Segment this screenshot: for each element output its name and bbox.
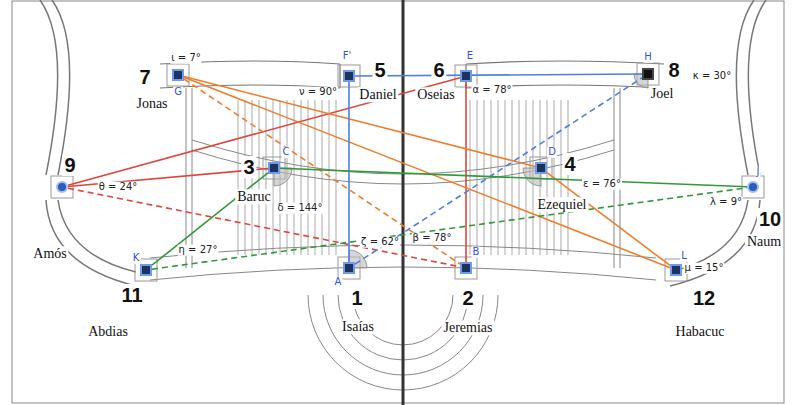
pedestal <box>167 64 189 86</box>
statue-number: 6 <box>431 59 446 81</box>
point-letter: C <box>282 147 291 158</box>
angle-label: μ = 15° <box>684 263 725 274</box>
statue-marker: 11Abdias <box>140 264 152 276</box>
prophet-name: Naum <box>745 234 783 249</box>
sight-line <box>152 188 747 269</box>
prophet-name: Amós <box>31 246 68 261</box>
statue-number: 12 <box>691 287 717 309</box>
prophet-name: Habacuc <box>674 324 727 339</box>
statue-marker: 5Daniel <box>343 70 355 82</box>
statue-number: 8 <box>666 59 681 81</box>
point-letter: L <box>680 251 688 262</box>
statue-marker: 3Baruc <box>268 162 280 174</box>
sight-line <box>355 74 642 76</box>
point-letter: E <box>466 51 474 62</box>
statue-marker: 9Amós <box>56 181 68 193</box>
point-letter: A <box>334 277 343 288</box>
angle-label: κ = 30° <box>692 71 732 82</box>
prophet-name: Daniel <box>357 87 398 102</box>
angle-label: β = 78° <box>412 233 453 244</box>
left-lower-wall <box>46 200 136 286</box>
angle-label: ε = 76° <box>582 179 622 190</box>
sight-line <box>184 77 670 267</box>
sight-line <box>355 78 642 264</box>
statue-marker: 7Jonas <box>172 69 184 81</box>
statue-marker: 12Habacuc <box>670 264 682 276</box>
prophet-name: Ezequiel <box>536 197 589 212</box>
prophet-name: Abdias <box>86 324 130 339</box>
statue-marker: 1Isaías <box>343 262 355 274</box>
right-wall <box>736 0 766 175</box>
sight-line <box>184 77 535 167</box>
prophet-name: Jeremias <box>442 320 495 335</box>
statue-number: 1 <box>349 287 364 309</box>
upper-terrace <box>160 61 664 88</box>
point-letter: D <box>547 147 557 158</box>
angle-label: ζ = 62° <box>360 237 400 248</box>
statue-number: 2 <box>460 287 475 309</box>
point-letter: H <box>643 52 653 63</box>
statue-number: 11 <box>119 284 144 306</box>
point-letter: B <box>472 247 481 258</box>
prophet-name: Oseias <box>415 87 456 102</box>
prophet-name: Joel <box>649 86 676 101</box>
angle-label: ι = 7° <box>170 53 201 64</box>
statue-marker: 10Naum <box>747 181 759 193</box>
pedestals <box>51 63 764 281</box>
statue-marker: 2Jeremias <box>460 262 472 274</box>
angle-label: δ = 144° <box>277 203 324 214</box>
sight-line <box>465 82 467 262</box>
angle-label: η = 27° <box>178 245 219 256</box>
axis-line <box>402 0 405 405</box>
sight-line <box>547 173 670 266</box>
prophet-name: Isaías <box>340 319 376 334</box>
statue-marker: 6Oseias <box>460 70 472 82</box>
angle-label: α = 78° <box>471 85 512 96</box>
sight-line <box>280 168 747 187</box>
angle-label: θ = 24° <box>98 182 139 193</box>
statue-marker: 8Joel <box>642 68 654 80</box>
statue-marker: 4Ezequiel <box>535 162 547 174</box>
left-wall <box>40 0 70 175</box>
sight-line <box>184 79 460 264</box>
statue-number: 7 <box>137 66 152 88</box>
point-letter: K <box>132 253 141 264</box>
statue-number: 4 <box>562 153 577 175</box>
angle-label: λ = 9° <box>709 197 743 208</box>
point-letter: G <box>173 87 183 98</box>
prophet-name: Baruc <box>235 189 272 204</box>
frame <box>12 1 784 403</box>
statue-number: 5 <box>372 59 387 81</box>
point-letter: J <box>756 167 761 178</box>
statue-number: 10 <box>757 208 783 230</box>
sight-line <box>68 188 460 267</box>
point-letter: F' <box>342 51 353 62</box>
statue-number: 3 <box>241 156 256 178</box>
statue-number: 9 <box>62 154 77 176</box>
sight-line <box>152 173 268 265</box>
angle-label: ν = 90° <box>298 87 338 98</box>
sight-line <box>348 82 350 262</box>
prophet-name: Jonas <box>134 96 169 111</box>
